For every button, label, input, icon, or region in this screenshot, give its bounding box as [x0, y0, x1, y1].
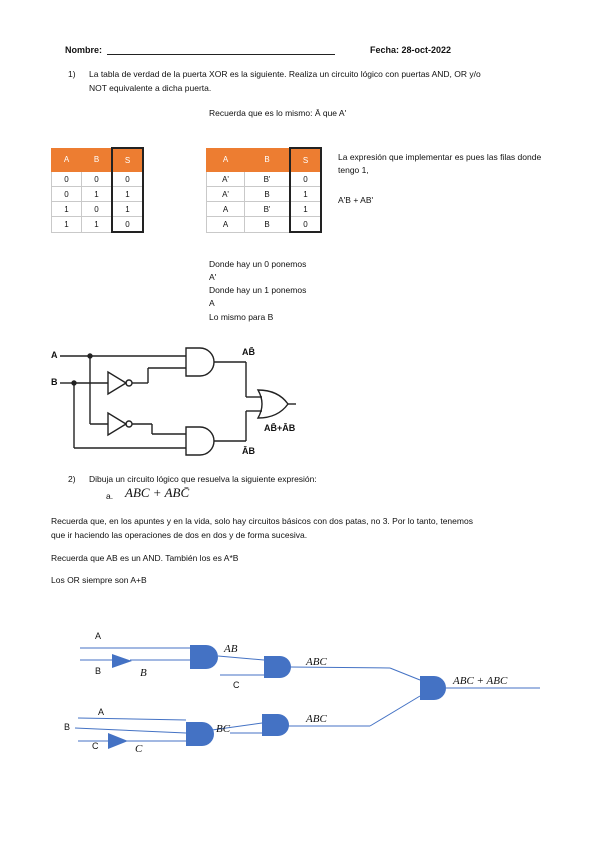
expr-formula: A'B + AB' — [338, 195, 374, 205]
circuit1-or-output: AB̄+ĀB — [264, 423, 296, 433]
circuit2-top-b-italic: B — [140, 667, 147, 679]
q2-para1-line1: Recuerda que, en los apuntes y en la vid… — [51, 516, 473, 526]
table2-header-s: S — [289, 147, 322, 172]
name-label: Nombre: — [65, 45, 103, 55]
table-cell: 0 — [111, 216, 144, 233]
table-row: A' B 1 — [206, 186, 322, 202]
q1-text-line1: La tabla de verdad de la puerta XOR es l… — [89, 69, 481, 79]
table-cell: 1 — [51, 216, 82, 233]
circuit2-top-b: B — [95, 666, 102, 676]
table-cell: 1 — [111, 201, 144, 217]
explain-line1: Donde hay un 0 ponemos — [209, 259, 307, 269]
table-cell: 0 — [51, 186, 82, 202]
table-cell: 1 — [111, 186, 144, 202]
expr-text-line2: tengo 1, — [338, 165, 369, 175]
table-cell: 0 — [111, 171, 144, 187]
table-row: 1 1 0 — [51, 216, 144, 233]
table-cell: 1 — [289, 186, 322, 202]
q2-para3: Los OR siempre son A+B — [51, 575, 147, 585]
circuit1-top-output: AB̄ — [242, 347, 255, 357]
table2-header-a: A — [206, 148, 245, 172]
circuit2-bottom-c-italic: C — [135, 743, 143, 755]
table-cell: A — [206, 201, 245, 217]
q1-text-line2: NOT equivalente a dicha puerta. — [89, 83, 212, 93]
table1-header-s: S — [111, 147, 144, 172]
table-cell: 0 — [289, 171, 322, 187]
circuit1-bottom-output: ĀB — [242, 446, 255, 456]
q2-para1-line2: que ir haciendo las operaciones de dos e… — [51, 530, 308, 540]
table-cell: A — [206, 216, 245, 233]
table-row: A B 0 — [206, 216, 322, 233]
circuit2-output-label: ABC + ABC — [453, 675, 508, 687]
q1-number: 1) — [68, 69, 76, 79]
table-row: 1 0 1 — [51, 201, 144, 217]
table-row: A B' 1 — [206, 201, 322, 217]
table-row: 0 1 1 — [51, 186, 144, 202]
q2-para2: Recuerda que AB es un AND. También los e… — [51, 553, 239, 563]
expr-text-line1: La expresión que implementar es pues las… — [338, 152, 542, 162]
table1-header-b: B — [81, 148, 113, 172]
q1-note: Recuerda que es lo mismo: Ā que A' — [209, 108, 347, 118]
circuit2-c-label: C — [233, 680, 240, 690]
table-row: 0 0 0 — [51, 171, 144, 187]
circuit2-bottom-a: A — [98, 707, 105, 717]
table-cell: 0 — [289, 216, 322, 233]
table-row: A' B' 0 — [206, 171, 322, 187]
q2-number: 2) — [68, 474, 76, 484]
q2-text: Dibuja un circuito lógico que resuelva l… — [89, 474, 317, 484]
table-cell: A' — [206, 171, 245, 187]
circuit2-bottom-c: C — [92, 741, 99, 751]
circuit2-bottom-b: B — [64, 722, 71, 732]
name-underline — [107, 54, 335, 55]
truth-table-expression: A B S A' B' 0 A' B 1 A B' 1 A B 0 — [206, 147, 322, 233]
table-cell: 1 — [289, 201, 322, 217]
explain-line3: Donde hay un 1 ponemos — [209, 285, 307, 295]
explain-line5: Lo mismo para B — [209, 312, 274, 322]
explain-line4: A — [209, 298, 215, 308]
circuit1-input-a: A — [51, 350, 58, 360]
table2-header-b: B — [244, 148, 291, 172]
q2-item-label: a. — [106, 491, 114, 501]
truth-table-xor: A B S 0 0 0 0 1 1 1 0 1 1 1 0 — [51, 147, 144, 233]
date-label: Fecha: 28-oct-2022 — [370, 45, 452, 55]
table-cell: 0 — [51, 171, 82, 187]
circuit2-abc2-label: ABC — [306, 713, 327, 725]
explain-line2: A' — [209, 272, 217, 282]
table-cell: A' — [206, 186, 245, 202]
q2-formula: ABC + ABC̄ — [125, 485, 190, 500]
table-cell: 1 — [51, 201, 82, 217]
table1-header-a: A — [51, 148, 82, 172]
circuit1-input-b: B — [51, 377, 58, 387]
circuit2-top-a: A — [95, 631, 102, 641]
circuit2-abc-label: ABC — [306, 656, 327, 668]
circuit2-ab-label: AB — [224, 643, 238, 655]
circuit2-bc-label: BC — [216, 723, 231, 735]
